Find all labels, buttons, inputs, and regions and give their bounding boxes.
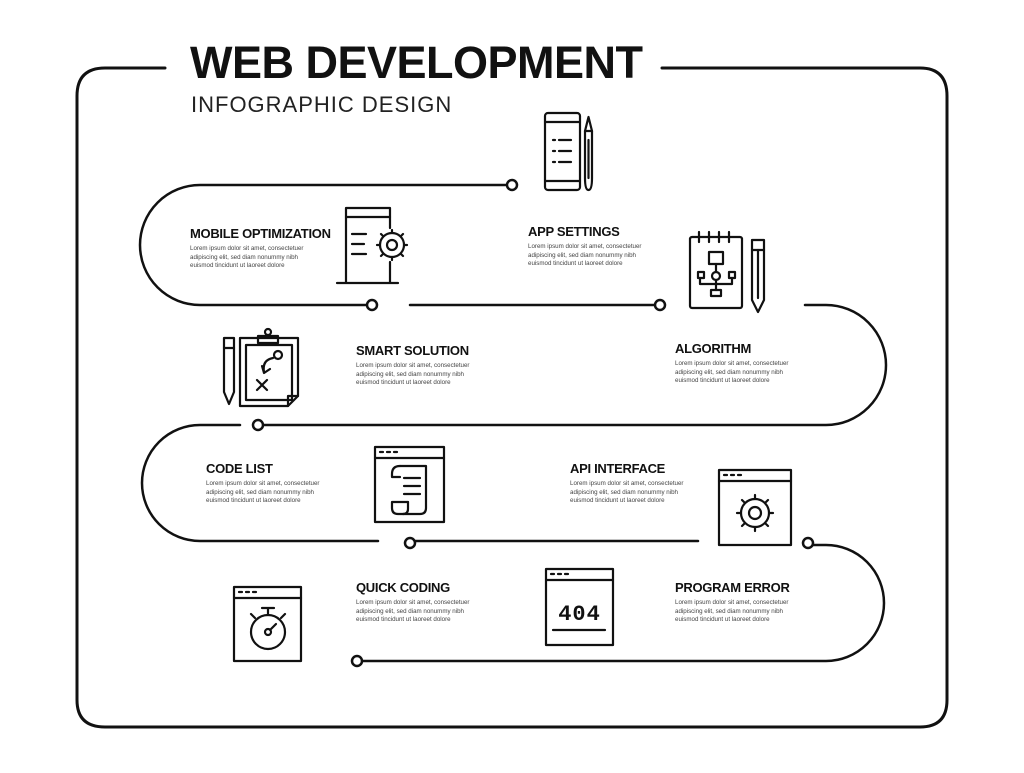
timeline-dot: [403, 536, 417, 550]
timeline-dot: [653, 298, 667, 312]
page-title: WEB DEVELOPMENT: [190, 40, 651, 85]
step-title: API INTERFACE: [570, 461, 666, 476]
step-title: SMART SOLUTION: [356, 343, 469, 358]
step-smart-solution: SMART SOLUTION Lorem ipsum dolor sit ame…: [356, 343, 506, 388]
browser-gear-icon: [717, 468, 793, 547]
notepad-flowchart-icon: [688, 230, 766, 314]
step-program-error: PROGRAM ERROR Lorem ipsum dolor sit amet…: [675, 580, 825, 625]
step-title: QUICK CODING: [356, 580, 450, 595]
error-code-text: 404: [558, 602, 601, 627]
step-title: APP SETTINGS: [528, 224, 620, 239]
browser-scroll-icon: [373, 445, 446, 524]
step-app-settings: APP SETTINGS Lorem ipsum dolor sit amet,…: [528, 224, 678, 269]
step-description: Lorem ipsum dolor sit amet, consectetuer…: [570, 480, 684, 505]
step-description: Lorem ipsum dolor sit amet, consectetuer…: [528, 243, 642, 268]
mobile-settings-icon: [335, 206, 409, 285]
timeline-dots: [251, 178, 815, 668]
step-description: Lorem ipsum dolor sit amet, consectetuer…: [675, 360, 789, 385]
step-description: Lorem ipsum dolor sit amet, consectetuer…: [190, 245, 304, 270]
mobile-document-pen-icon: [543, 111, 594, 192]
timeline-dot: [365, 298, 379, 312]
frame-border: [75, 66, 949, 729]
step-description: Lorem ipsum dolor sit amet, consectetuer…: [356, 362, 470, 387]
step-description: Lorem ipsum dolor sit amet, consectetuer…: [675, 599, 789, 624]
step-description: Lorem ipsum dolor sit amet, consectetuer…: [206, 480, 320, 505]
step-title: CODE LIST: [206, 461, 273, 476]
clipboard-strategy-icon: [222, 327, 300, 408]
step-mobile-optimization: MOBILE OPTIMIZATION Lorem ipsum dolor si…: [190, 226, 340, 271]
step-title: PROGRAM ERROR: [675, 580, 790, 595]
step-title: MOBILE OPTIMIZATION: [190, 226, 331, 241]
step-title: ALGORITHM: [675, 341, 752, 356]
timeline-dot: [505, 178, 519, 192]
step-description: Lorem ipsum dolor sit amet, consectetuer…: [356, 599, 470, 624]
timeline-dot: [801, 536, 815, 550]
timeline-path: [138, 183, 888, 663]
timeline-dot: [251, 418, 265, 432]
step-algorithm: ALGORITHM Lorem ipsum dolor sit amet, co…: [675, 341, 825, 386]
page-subtitle: INFOGRAPHIC DESIGN: [191, 92, 453, 117]
step-api-interface: API INTERFACE Lorem ipsum dolor sit amet…: [570, 461, 720, 506]
step-quick-coding: QUICK CODING Lorem ipsum dolor sit amet,…: [356, 580, 506, 625]
browser-stopwatch-icon: [232, 585, 303, 663]
step-code-list: CODE LIST Lorem ipsum dolor sit amet, co…: [206, 461, 356, 506]
timeline-dot: [350, 654, 364, 668]
browser-404-icon: [544, 567, 615, 647]
